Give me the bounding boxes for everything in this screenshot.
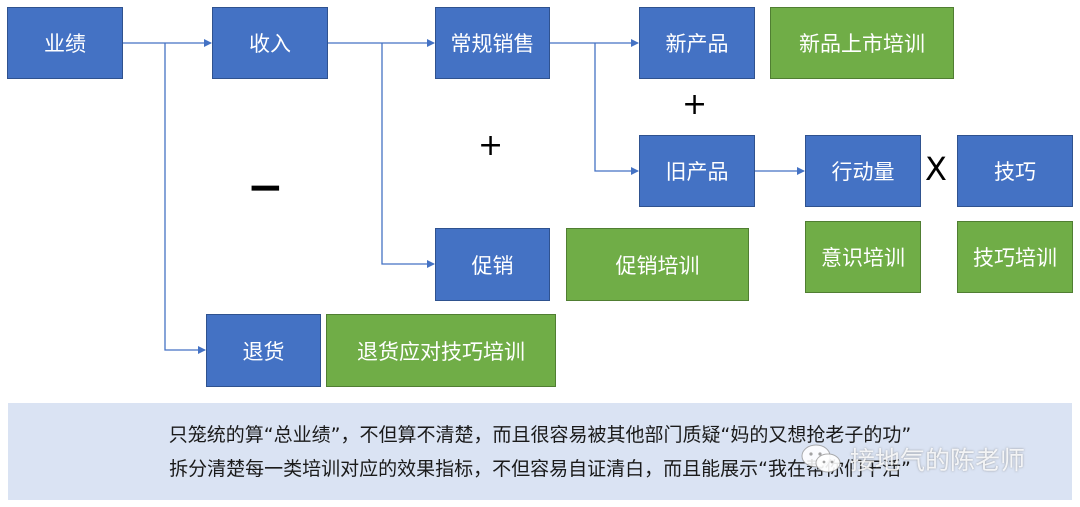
node-label: 技巧培训 (973, 246, 1057, 270)
node-performance: 业绩 (7, 7, 123, 79)
node-regular-sales: 常规销售 (435, 7, 550, 79)
node-awareness-training: 意识培训 (805, 221, 921, 293)
node-label: 新产品 (665, 32, 729, 56)
banner-line-2: 拆分清楚每一类培训对应的效果指标，不但容易自证清白，而且能展示“我在帮你们干活” (169, 457, 911, 480)
node-skill-training: 技巧培训 (957, 221, 1073, 293)
node-new-product-training: 新品上市培训 (770, 7, 954, 79)
node-label: 退货应对技巧培训 (357, 339, 525, 364)
node-label: 新品上市培训 (799, 32, 925, 56)
times-operator: X (925, 150, 947, 188)
summary-banner: 只笼统的算“总业绩”，不但算不清楚，而且很容易被其他部门质疑“妈的又想抢老子的功… (8, 403, 1072, 500)
banner-line-1: 只笼统的算“总业绩”，不但算不清楚，而且很容易被其他部门质疑“妈的又想抢老子的功… (168, 423, 912, 446)
node-promotion-training: 促销培训 (566, 228, 749, 301)
minus-operator: − (247, 162, 284, 213)
node-returns-handling-training: 退货应对技巧培训 (326, 314, 556, 387)
watermark-text: 接地气的陈老师 (850, 446, 1026, 475)
connector-performance-returns (164, 43, 206, 354)
connector-sales-old-product (594, 43, 639, 175)
node-label: 旧产品 (665, 160, 729, 184)
node-label: 行动量 (831, 160, 895, 184)
plus-operator-products: + (682, 87, 708, 122)
node-promotion: 促销 (435, 228, 550, 301)
plus-operator-revenue: + (478, 128, 504, 163)
node-label: 业绩 (44, 32, 86, 56)
connector-revenue-promotion (381, 43, 435, 268)
node-new-product: 新产品 (639, 7, 755, 79)
node-returns: 退货 (206, 314, 321, 387)
watermark: 接地气的陈老师 (800, 441, 1025, 477)
node-label: 退货 (242, 339, 285, 364)
node-action-volume: 行动量 (805, 135, 921, 207)
wechat-icon (800, 442, 844, 476)
node-revenue: 收入 (212, 7, 328, 79)
node-label: 促销 (471, 253, 514, 278)
node-old-product: 旧产品 (639, 135, 755, 207)
node-label: 技巧 (994, 160, 1036, 184)
node-label: 促销培训 (615, 253, 700, 278)
node-label: 收入 (249, 32, 291, 56)
node-label: 意识培训 (821, 246, 905, 270)
node-label: 常规销售 (450, 32, 535, 56)
node-skill: 技巧 (957, 135, 1073, 207)
